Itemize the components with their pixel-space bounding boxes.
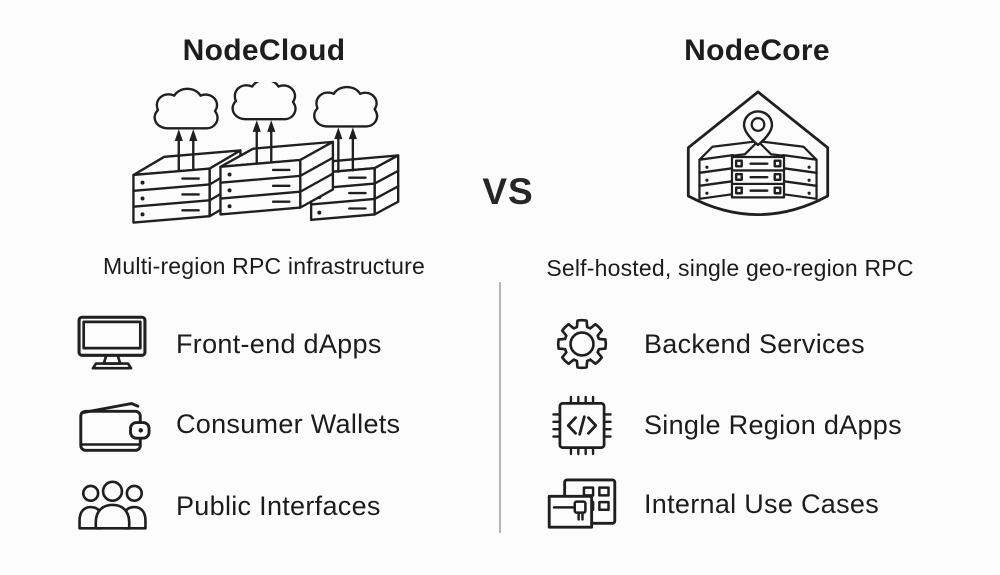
list-item-label: Single Region dApps [644,409,902,440]
left-subtitle: Multi-region RPC infrastructure [103,253,425,279]
list-item-label: Internal Use Cases [644,488,880,519]
server-stack [756,140,818,200]
right-subtitle: Self-hosted, single geo-region RPC [546,255,914,281]
wallet-icon [70,396,154,453]
list-item: Consumer Wallets [70,388,400,460]
upload-arrows [174,120,357,173]
list-item: Internal Use Cases [542,474,879,534]
vs-label: VS [482,171,534,212]
nodecloud-title: NodeCloud [182,34,346,67]
column-divider [499,282,501,533]
multi-region-cloud-servers-icon [132,82,400,224]
building-icon [542,477,622,531]
list-item-label: Consumer Wallets [176,408,401,439]
list-item-label: Backend Services [644,328,865,359]
self-hosted-location-servers-icon [686,90,830,216]
people-icon [70,480,154,533]
list-item: Single Region dApps [542,389,902,461]
server-stack [698,140,760,200]
gear-icon [542,314,622,374]
list-item: Backend Services [542,312,865,376]
location-pin-icon [742,110,774,147]
list-item: Public Interfaces [70,474,381,538]
nodecore-title: NodeCore [684,34,830,67]
monitor-icon [70,315,154,373]
list-item: Front-end dApps [70,308,382,380]
list-item-label: Front-end dApps [176,328,382,359]
chip-code-icon [542,394,622,457]
server-stack [219,140,335,216]
server-rack [730,155,786,199]
list-item-label: Public Interfaces [176,490,381,521]
